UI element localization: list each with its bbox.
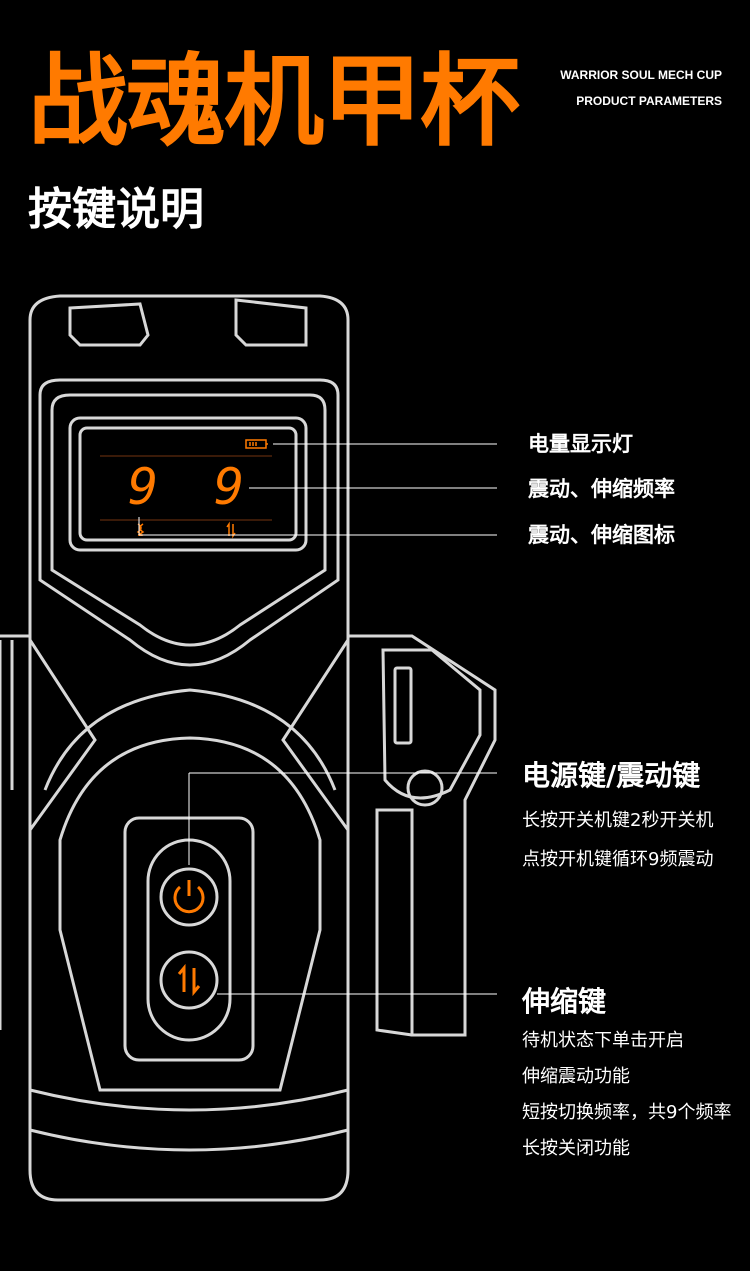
english-subtitle: PRODUCT PARAMETERS — [576, 94, 722, 108]
callout-battery: 电量显示灯 — [528, 432, 633, 456]
display-stroke-level: 9 — [214, 458, 245, 516]
power-button-desc: 长按开关机键2秒开关机 — [522, 810, 714, 831]
stroke-button-desc: 短按切换频率，共9个频率 — [522, 1102, 732, 1123]
power-button-title: 电源键/震动键 — [522, 759, 701, 792]
callout-frequency: 震动、伸缩频率 — [528, 477, 675, 501]
stroke-button-title: 伸缩键 — [522, 985, 607, 1018]
page-title: 战魂机甲杯 — [28, 43, 520, 160]
display-vibration-level: 9 — [128, 458, 159, 516]
stroke-button-arrows-icon — [177, 963, 201, 997]
english-title: WARRIOR SOUL MECH CUP — [560, 68, 722, 82]
stroke-button-desc: 伸缩震动功能 — [522, 1066, 630, 1087]
section-title: 按键说明 — [28, 184, 204, 235]
callout-icons: 震动、伸缩图标 — [528, 523, 675, 547]
stroke-arrows-icon — [226, 521, 236, 539]
stroke-button-desc: 待机状态下单击开启 — [522, 1030, 684, 1051]
power-icon — [173, 880, 205, 914]
battery-icon — [245, 439, 268, 449]
power-button-desc: 点按开机键循环9频震动 — [522, 849, 714, 870]
stroke-button-desc: 长按关闭功能 — [522, 1138, 630, 1159]
